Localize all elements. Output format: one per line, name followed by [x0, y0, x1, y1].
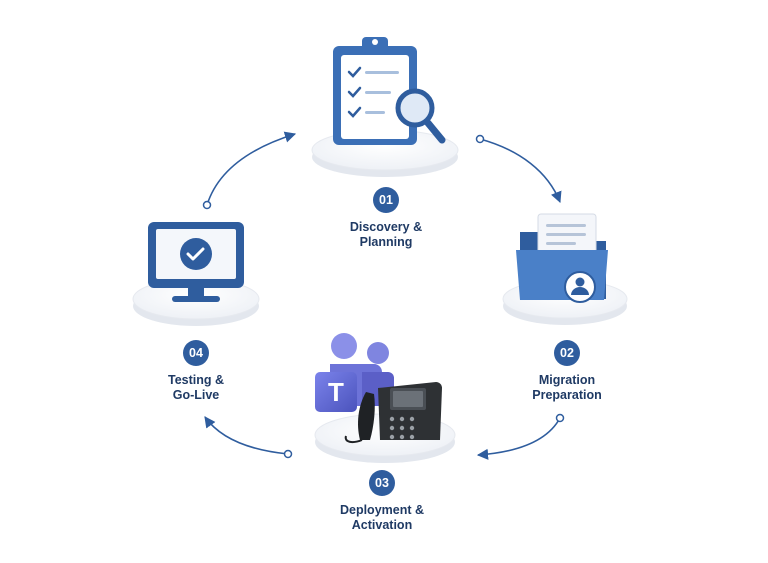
- step-number-badge: 01: [373, 187, 399, 213]
- folder-user-icon: [516, 213, 608, 303]
- step-number-badge: 02: [554, 340, 580, 366]
- arrow-01-to-02: [479, 138, 562, 204]
- step-title-line-2: Preparation: [532, 388, 602, 402]
- step-title-line-2: Go-Live: [172, 388, 220, 402]
- step-number-badge: 04: [183, 340, 209, 366]
- arrow-02-to-03: [476, 417, 561, 460]
- arrow-03-to-04: [204, 416, 289, 455]
- step-title-line-1: Migration: [538, 373, 596, 387]
- monitor-check-icon: [148, 222, 244, 302]
- arrow-04-to-01-start-dot: [202, 200, 212, 210]
- arrow-04-to-01: [206, 131, 297, 206]
- teams-desk-phone-icon: T: [315, 333, 442, 444]
- step-title-line-2: Planning: [359, 235, 413, 249]
- teams-letter: T: [328, 377, 344, 407]
- step-title-line-2: Activation: [351, 518, 413, 532]
- clipboard-checklist-magnifier-icon: [333, 37, 446, 145]
- step-number-badge: 03: [369, 470, 395, 496]
- step-title-line-1: Discovery &: [349, 220, 423, 234]
- step-title-line-1: Deployment &: [339, 503, 425, 517]
- step-01: 01 Discovery & Planning: [326, 187, 446, 250]
- step-title-line-1: Testing &: [167, 373, 225, 387]
- cycle-arrows: [202, 131, 565, 460]
- arrow-02-to-03-start-dot: [555, 413, 565, 423]
- step-04: 04 Testing & Go-Live: [136, 340, 256, 403]
- arrow-01-to-02-start-dot: [475, 134, 485, 144]
- step-02: 02 Migration Preparation: [507, 340, 627, 403]
- step-03: 03 Deployment & Activation: [322, 470, 442, 533]
- arrow-03-to-04-start-dot: [283, 449, 293, 459]
